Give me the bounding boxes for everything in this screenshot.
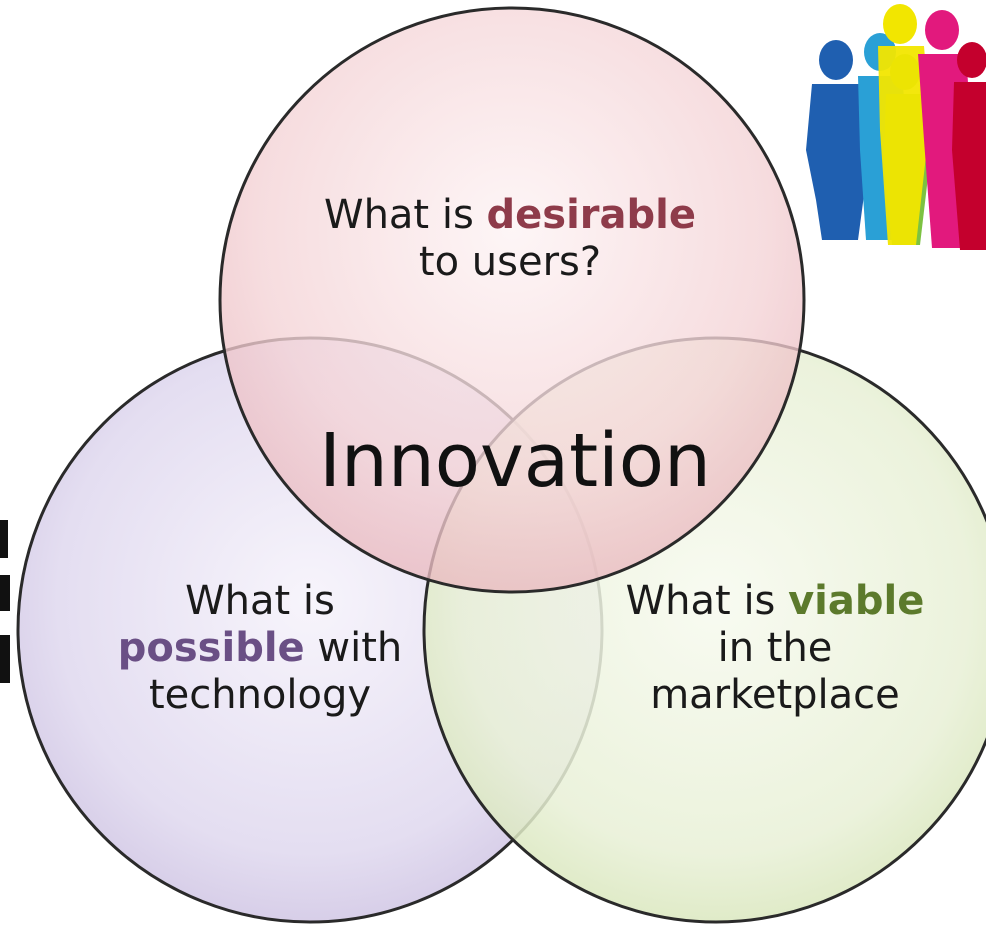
edge-mark — [0, 520, 8, 558]
desirable-emphasis: desirable — [486, 192, 696, 238]
possible-line1: What is — [185, 578, 335, 624]
viable-line1: What is viable — [600, 578, 950, 625]
people-silhouettes-icon — [806, 4, 986, 250]
edge-mark — [0, 575, 10, 611]
desirable-line2: to users? — [418, 239, 602, 286]
viable-line2: in the — [717, 625, 833, 672]
possible-emphasis: possible — [117, 625, 305, 672]
circle-desirable — [218, 6, 806, 594]
possible-suffix: with — [304, 625, 403, 672]
desirable-prefix: What is — [324, 192, 487, 238]
viable-label: What is viable in the marketplace — [600, 578, 950, 720]
innovation-title: Innovation — [319, 418, 711, 504]
viable-line3: marketplace — [650, 672, 900, 719]
desirable-label: What is desirable to users? — [300, 192, 720, 286]
viable-prefix: What is — [625, 578, 789, 624]
possible-line3: technology — [148, 672, 372, 719]
possible-line2: possible with — [95, 625, 425, 672]
desirable-line1: What is desirable — [300, 192, 720, 239]
possible-label: What is possible with technology — [95, 578, 425, 720]
edge-mark — [0, 635, 10, 683]
viable-emphasis: viable — [788, 578, 925, 624]
